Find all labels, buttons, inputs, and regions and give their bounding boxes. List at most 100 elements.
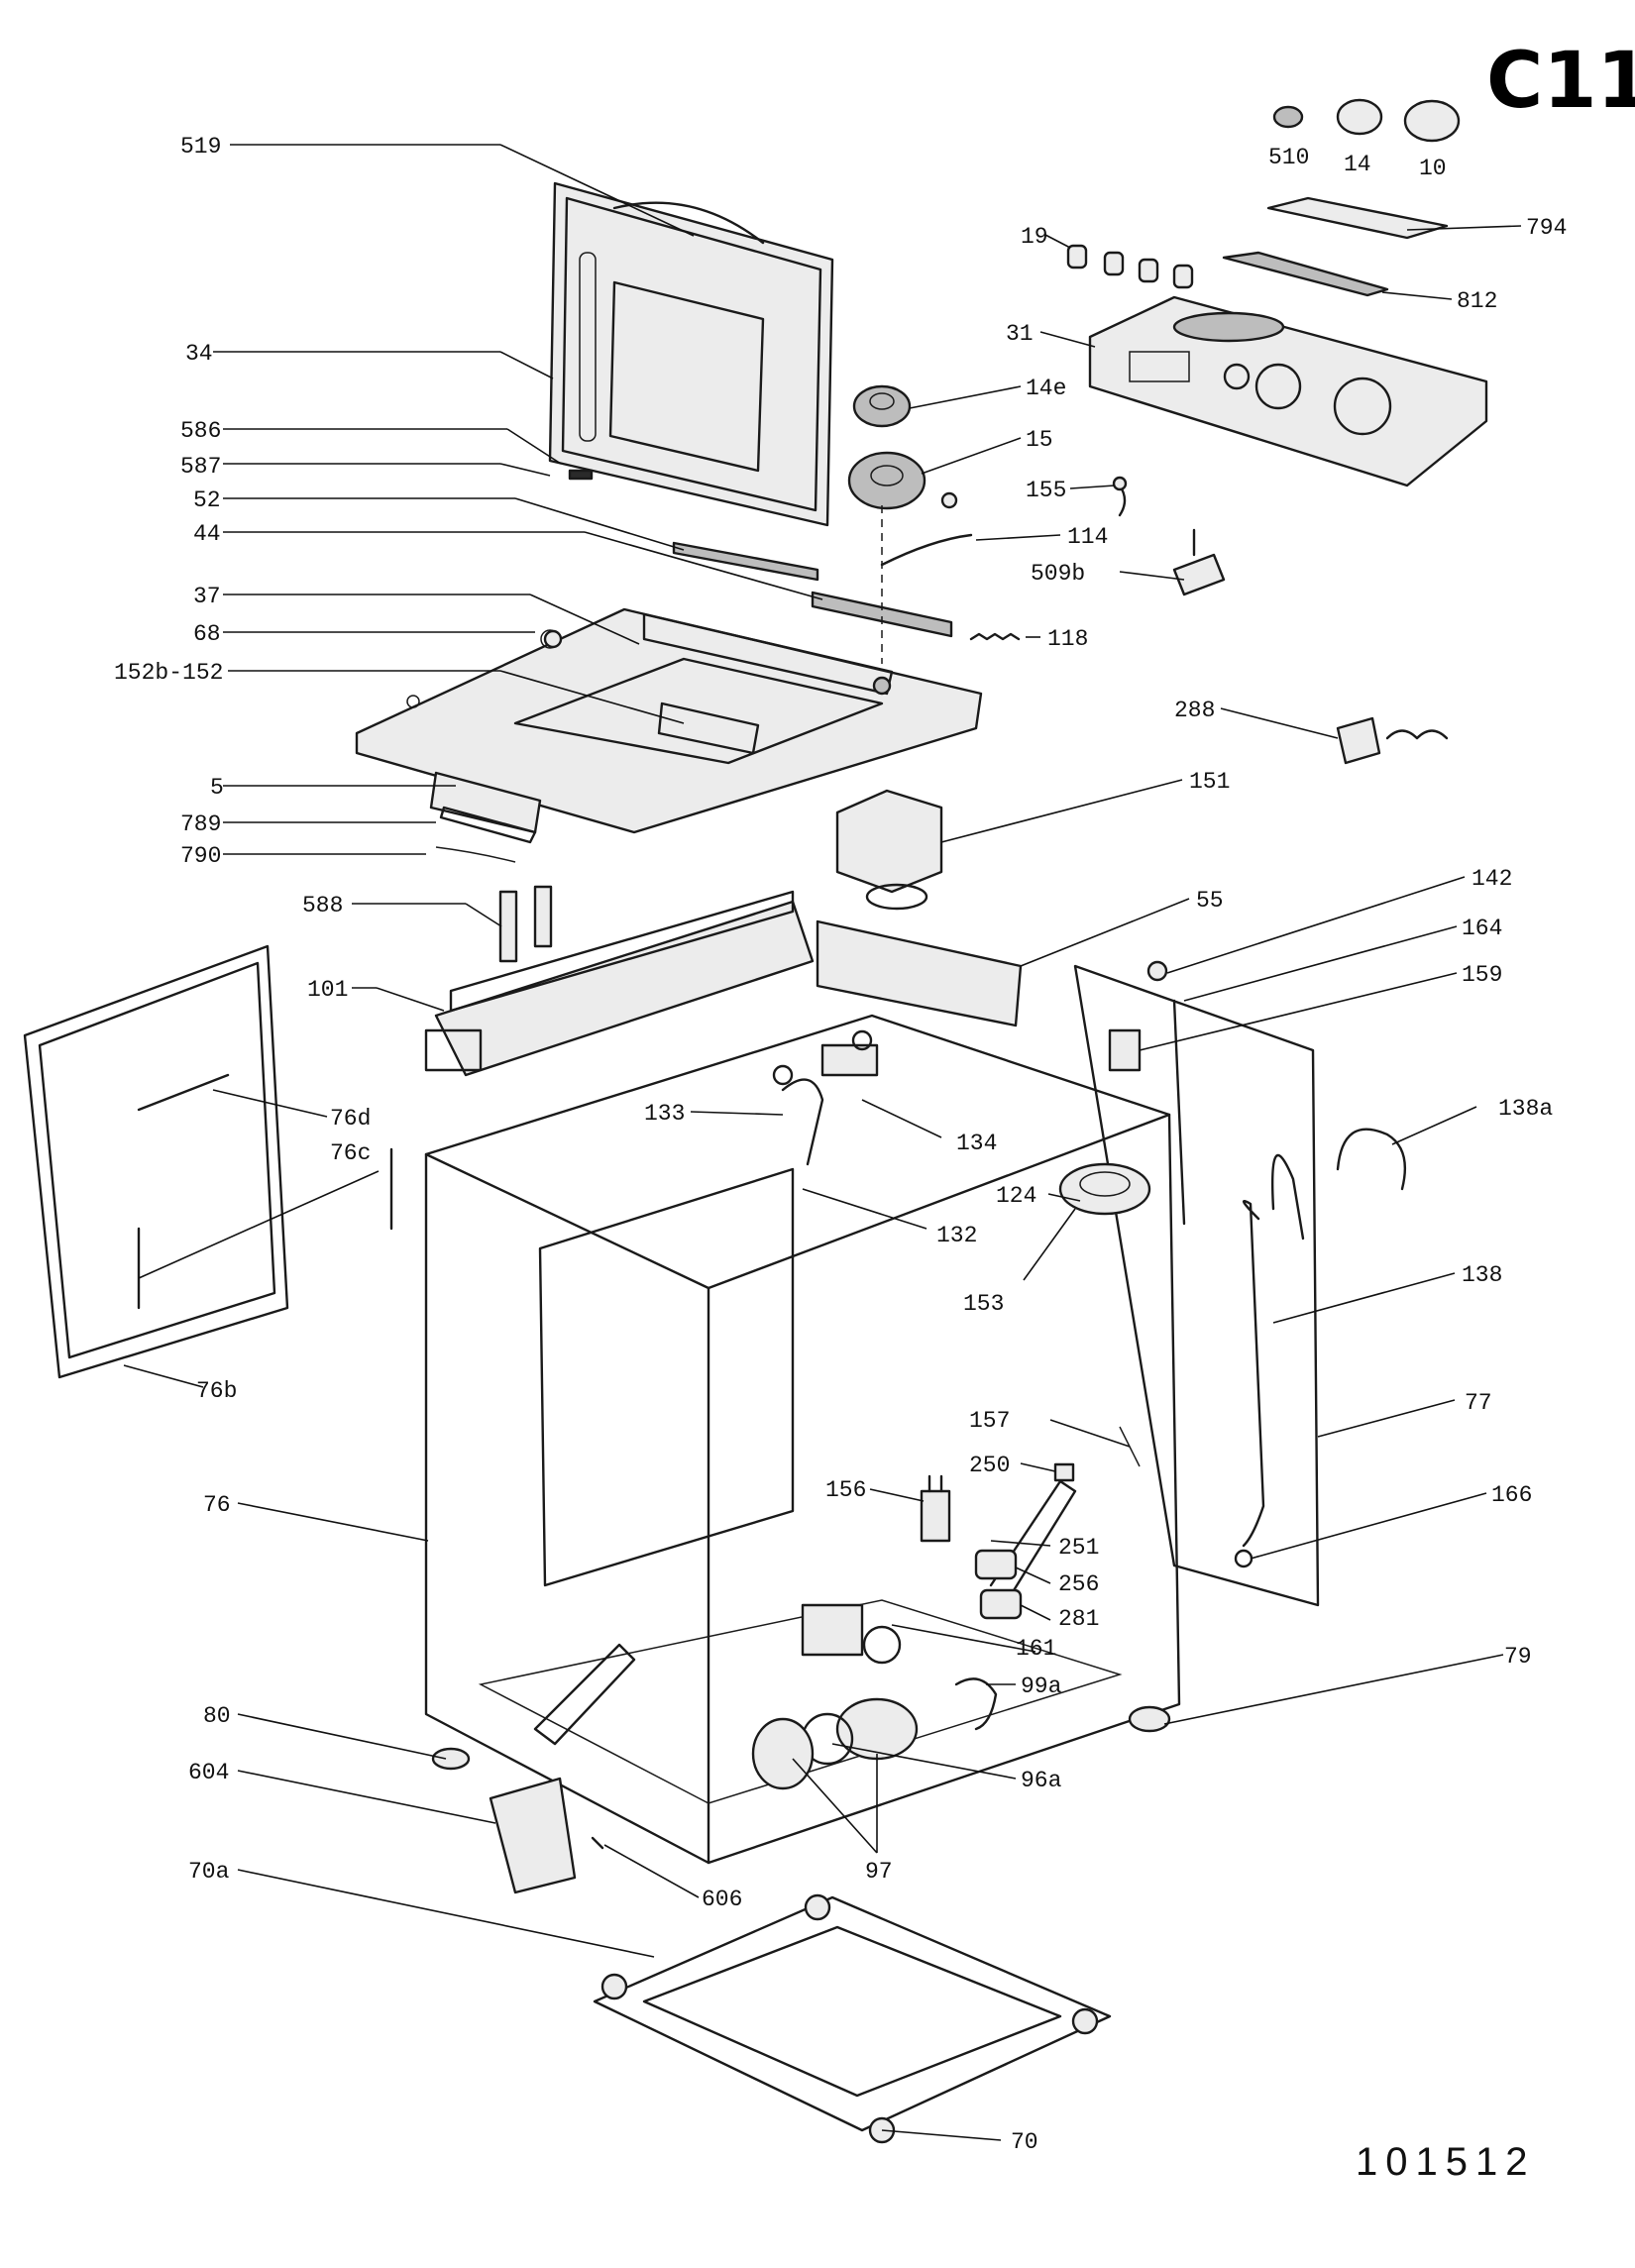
plug-509b <box>1172 528 1226 596</box>
callout-34: 34 <box>185 341 213 367</box>
callout-794: 794 <box>1526 215 1567 241</box>
callout-510: 510 <box>1268 145 1309 170</box>
callout-153: 153 <box>963 1291 1004 1317</box>
reference-number: 101512 <box>1356 2140 1535 2184</box>
leader-lines <box>123 144 1522 2141</box>
callout-70a: 70a <box>188 1859 230 1885</box>
part-256 <box>974 1549 1018 1580</box>
callout-166: 166 <box>1491 1482 1532 1508</box>
part-142 <box>1146 960 1168 982</box>
hose-138 <box>1242 1200 1265 1548</box>
pressure-switch-124 <box>1058 1162 1151 1216</box>
bracket-part <box>429 771 542 863</box>
callout-68: 68 <box>193 621 221 647</box>
control-panel-part <box>1088 295 1488 487</box>
callout-76d: 76d <box>330 1106 371 1132</box>
part-68 <box>543 629 563 649</box>
part-133 <box>772 1064 794 1086</box>
callout-99a: 99a <box>1021 1674 1062 1699</box>
callout-138a: 138a <box>1498 1096 1553 1122</box>
lid-part <box>548 181 834 527</box>
knob-10 <box>1403 99 1461 143</box>
knob-510 <box>1272 105 1304 129</box>
callout-586: 586 <box>180 418 221 444</box>
trim-794 <box>1266 196 1449 240</box>
callout-155: 155 <box>1026 478 1066 503</box>
callout-606: 606 <box>702 1887 742 1912</box>
callout-55: 55 <box>1196 888 1224 914</box>
part-159 <box>1108 1028 1142 1072</box>
callout-77: 77 <box>1465 1390 1492 1416</box>
callout-97: 97 <box>865 1859 893 1885</box>
callout-151: 151 <box>1189 769 1230 795</box>
callout-142: 142 <box>1472 866 1512 892</box>
spring-118 <box>969 632 1021 641</box>
callout-96a: 96a <box>1021 1768 1062 1793</box>
callout-588: 588 <box>302 893 343 918</box>
panel-55 <box>816 919 1023 1027</box>
clip-166 <box>1234 1549 1254 1568</box>
side-frame-76b <box>23 944 289 1379</box>
parts-layer <box>23 98 1488 2144</box>
part-588b <box>533 885 553 948</box>
callout-76c: 76c <box>330 1140 371 1166</box>
callout-587: 587 <box>180 454 221 480</box>
callout-251: 251 <box>1058 1535 1099 1561</box>
callout-114: 114 <box>1067 524 1108 550</box>
callout-250: 250 <box>969 1453 1010 1478</box>
part-79 <box>1128 1705 1171 1733</box>
relay-block-151 <box>835 789 943 911</box>
plate-604 <box>489 1777 577 1894</box>
callout-134: 134 <box>956 1131 997 1156</box>
callout-labels: 519 34 586 587 52 44 37 68 152b-152 5 78… <box>114 134 1567 2155</box>
trim-812 <box>1222 251 1389 297</box>
callout-281: 281 <box>1058 1606 1099 1632</box>
callout-509b: 509b <box>1031 561 1085 587</box>
strip-52 <box>672 541 819 582</box>
timer-knob-parts <box>847 384 973 664</box>
callout-14: 14 <box>1344 152 1371 177</box>
cabinet-76 <box>424 1014 1181 1865</box>
callout-14e: 14e <box>1026 376 1066 401</box>
part-588 <box>498 890 518 963</box>
top-panel-part <box>355 607 983 834</box>
hose-164 <box>1172 999 1186 1226</box>
callout-138: 138 <box>1462 1262 1502 1288</box>
callout-790: 790 <box>180 843 221 869</box>
bracket-bottom-left <box>533 1643 636 1746</box>
base-frame-70a <box>593 1893 1112 2144</box>
sheet-code: C11 <box>1486 37 1635 126</box>
part-250 <box>1053 1462 1075 1482</box>
callout-159: 159 <box>1462 962 1502 988</box>
foot-80 <box>431 1747 471 1771</box>
callout-118: 118 <box>1047 626 1088 652</box>
callout-152b-152: 152b-152 <box>114 660 223 686</box>
callout-101: 101 <box>307 977 348 1003</box>
callout-164: 164 <box>1462 916 1502 941</box>
callout-15: 15 <box>1026 427 1053 453</box>
callout-79: 79 <box>1504 1644 1532 1670</box>
push-buttons-19 <box>1066 244 1194 289</box>
cap-155 <box>1112 476 1128 491</box>
callout-10: 10 <box>1419 156 1447 181</box>
callout-604: 604 <box>188 1760 229 1785</box>
callout-812: 812 <box>1457 288 1497 314</box>
callout-789: 789 <box>180 811 221 837</box>
callout-519: 519 <box>180 134 221 160</box>
callout-256: 256 <box>1058 1571 1099 1597</box>
callout-161: 161 <box>1016 1636 1056 1662</box>
callout-80: 80 <box>203 1703 231 1729</box>
callout-133: 133 <box>644 1101 685 1127</box>
callout-76: 76 <box>203 1492 231 1518</box>
dispenser-101 <box>424 890 815 1077</box>
callout-44: 44 <box>193 521 221 547</box>
callout-157: 157 <box>969 1408 1010 1434</box>
hose-132 <box>781 1078 824 1166</box>
callout-156: 156 <box>825 1477 866 1503</box>
callout-5: 5 <box>210 775 224 801</box>
pump-assembly <box>751 1603 998 1790</box>
side-panel-77 <box>1073 964 1320 1607</box>
callout-52: 52 <box>193 487 221 513</box>
hose-138a <box>1336 1128 1406 1191</box>
